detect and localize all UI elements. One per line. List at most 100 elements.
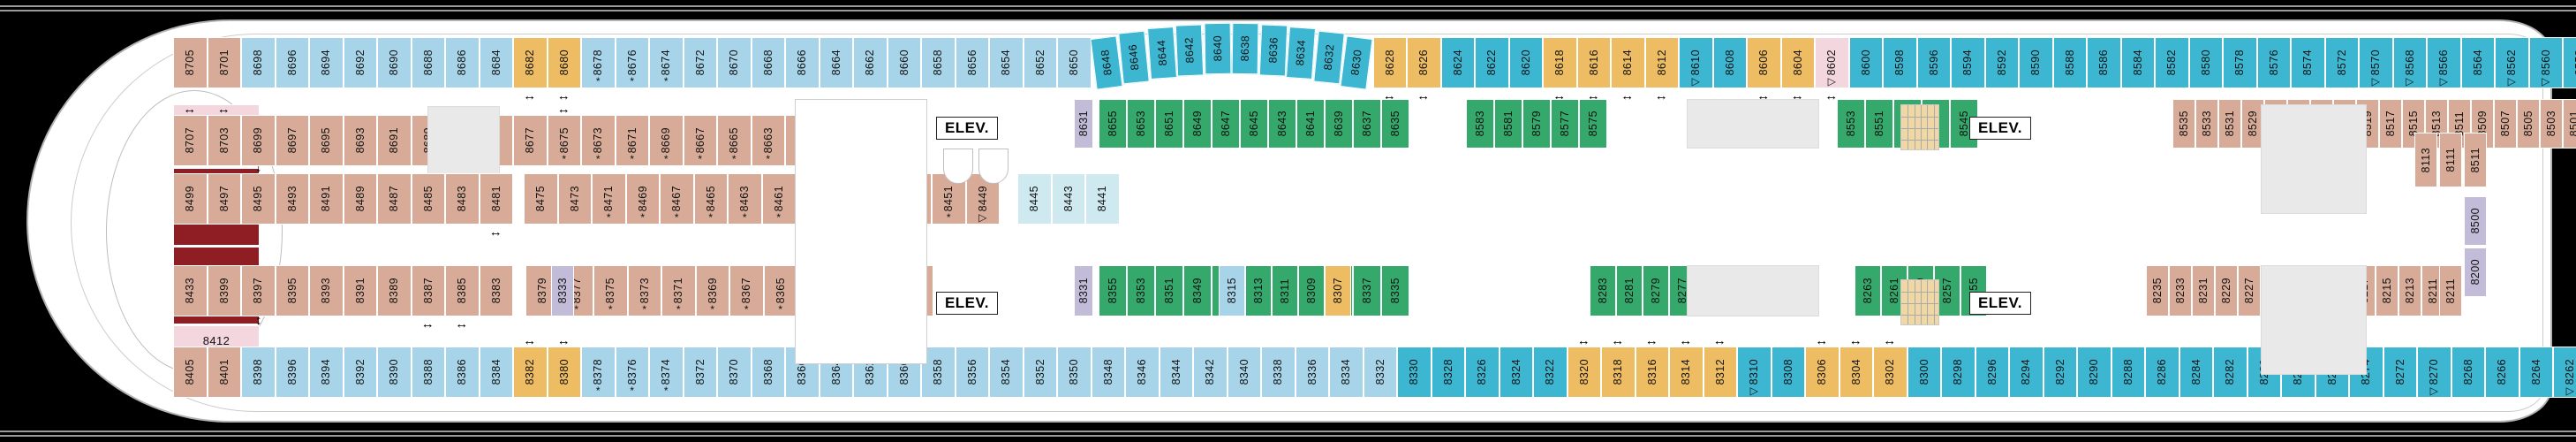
cabin-8579[interactable]: 8579: [1522, 99, 1551, 149]
cabin-8388[interactable]: 8388: [411, 347, 445, 398]
cabin-8328[interactable]: 8328: [1431, 347, 1465, 398]
cabin-8639[interactable]: 8639: [1325, 99, 1353, 149]
cabin-8320[interactable]: 8320: [1567, 347, 1601, 398]
cabin-8315[interactable]: 8315: [1219, 265, 1245, 316]
cabin-8394[interactable]: 8394: [309, 347, 344, 398]
cabin-8113[interactable]: 8113: [2414, 133, 2437, 187]
cabin-8668[interactable]: 8668: [751, 37, 785, 88]
cabin-8582[interactable]: 8582: [2155, 37, 2189, 88]
cabin-8463[interactable]: 8463*: [728, 173, 762, 225]
cabin-8469[interactable]: 8469*: [625, 173, 660, 225]
cabin-8515[interactable]: 8515: [2402, 99, 2425, 149]
cabin-8371[interactable]: 8371*: [661, 265, 696, 316]
cabin-8703[interactable]: 8703: [207, 115, 241, 166]
cabin-8213[interactable]: 8213: [2398, 265, 2421, 316]
cabin-8312[interactable]: 8312: [1703, 347, 1737, 398]
cabin-8485[interactable]: 8485: [411, 173, 445, 225]
cabin-8674[interactable]: 8674*: [649, 37, 684, 88]
cabin-8691[interactable]: 8691: [377, 115, 412, 166]
cabin-8355[interactable]: 8355: [1099, 265, 1127, 316]
cabin-8628[interactable]: 8628: [1372, 37, 1407, 88]
cabin-8638[interactable]: 8638: [1231, 22, 1259, 75]
cabin-8401[interactable]: 8401: [207, 347, 241, 398]
cabin-8398[interactable]: 8398: [241, 347, 276, 398]
cabin-8673[interactable]: 8673*: [581, 115, 616, 166]
cabin-8350[interactable]: 8350: [1057, 347, 1092, 398]
cabin-8316[interactable]: 8316: [1635, 347, 1669, 398]
cabin-8370[interactable]: 8370: [717, 347, 752, 398]
cabin-8284[interactable]: 8284: [2179, 347, 2213, 398]
cabin-8235[interactable]: 8235: [2146, 265, 2169, 316]
cabin-8215[interactable]: 8215: [2376, 265, 2398, 316]
cabin-8596[interactable]: 8596: [1916, 37, 1951, 88]
cabin-8686[interactable]: 8686: [445, 37, 480, 88]
cabin-8531[interactable]: 8531: [2218, 99, 2241, 149]
cabin-8655[interactable]: 8655: [1099, 99, 1127, 149]
cabin-8622[interactable]: 8622: [1475, 37, 1509, 88]
cabin-8645[interactable]: 8645: [1240, 99, 1268, 149]
cabin-8344[interactable]: 8344: [1159, 347, 1193, 398]
cabin-8392[interactable]: 8392: [343, 347, 377, 398]
cabin-8652[interactable]: 8652: [1023, 37, 1057, 88]
cabin-8590[interactable]: 8590: [2019, 37, 2053, 88]
cabin-8378[interactable]: 8378*: [581, 347, 616, 398]
stairwell-4[interactable]: [1900, 279, 1939, 325]
cabin-8647[interactable]: 8647: [1212, 99, 1240, 149]
cabin-8296[interactable]: 8296: [1975, 347, 2009, 398]
cabin-8501[interactable]: 8501: [2563, 99, 2576, 149]
cabin-8663[interactable]: 8663*: [751, 115, 785, 166]
cabin-8465[interactable]: 8465*: [693, 173, 728, 225]
cabin-8397[interactable]: 8397: [241, 265, 276, 316]
cabin-8650[interactable]: 8650: [1057, 37, 1092, 88]
cabin-8676[interactable]: 8676*: [615, 37, 649, 88]
cabin-8383[interactable]: 8383: [479, 265, 513, 316]
cabin-8231[interactable]: 8231: [2192, 265, 2215, 316]
cabin-8368[interactable]: 8368: [751, 347, 785, 398]
cabin-8380[interactable]: 8380: [547, 347, 581, 398]
cabin-8333[interactable]: 8333: [551, 265, 574, 316]
elevator-label-4[interactable]: ELEV.: [1969, 292, 2031, 315]
cabin-8600[interactable]: 8600: [1848, 37, 1883, 88]
cabin-8583[interactable]: 8583: [1466, 99, 1494, 149]
cabin-8568[interactable]: 8568▷: [2392, 37, 2427, 88]
cabin-8588[interactable]: 8588: [2052, 37, 2087, 88]
cabin-8374[interactable]: 8374*: [649, 347, 684, 398]
cabin-8272[interactable]: 8272: [2383, 347, 2417, 398]
cabin-8461[interactable]: 8461*: [761, 173, 796, 225]
cabin-8511[interactable]: 8511: [2464, 133, 2487, 187]
cabin-8326[interactable]: 8326: [1465, 347, 1500, 398]
cabin-8551[interactable]: 8551: [1865, 99, 1893, 149]
cabin-8441[interactable]: 8441: [1085, 173, 1120, 225]
cabin-8385[interactable]: 8385: [445, 265, 480, 316]
cabin-8391[interactable]: 8391: [343, 265, 377, 316]
cabin-8688[interactable]: 8688: [411, 37, 445, 88]
cabin-8356[interactable]: 8356: [955, 347, 989, 398]
cabin-8517[interactable]: 8517: [2379, 99, 2402, 149]
cabin-8334[interactable]: 8334: [1329, 347, 1364, 398]
cabin-8445[interactable]: 8445: [1017, 173, 1052, 225]
cabin-8578[interactable]: 8578: [2223, 37, 2257, 88]
cabin-8348[interactable]: 8348: [1091, 347, 1125, 398]
cabin-8367[interactable]: 8367*: [729, 265, 764, 316]
cabin-8566[interactable]: 8566▷: [2427, 37, 2461, 88]
cabin-8572[interactable]: 8572: [2324, 37, 2359, 88]
cabin-8483[interactable]: 8483: [445, 173, 480, 225]
cabin-8694[interactable]: 8694: [309, 37, 344, 88]
cabin-8337[interactable]: 8337: [1353, 265, 1381, 316]
cabin-8535[interactable]: 8535: [2172, 99, 2195, 149]
cabin-8624[interactable]: 8624: [1440, 37, 1475, 88]
cabin-8310[interactable]: 8310▷: [1737, 347, 1771, 398]
cabin-8335[interactable]: 8335: [1381, 265, 1409, 316]
elevator-label-2[interactable]: ELEV.: [936, 292, 998, 315]
cabin-8529[interactable]: 8529: [2241, 99, 2264, 149]
cabin-8331[interactable]: 8331: [1074, 265, 1093, 316]
cabin-8576[interactable]: 8576: [2256, 37, 2291, 88]
cabin-8389[interactable]: 8389: [377, 265, 412, 316]
cabin-8471[interactable]: 8471*: [592, 173, 626, 225]
cabin-8227[interactable]: 8227: [2238, 265, 2261, 316]
cabin-8586[interactable]: 8586: [2087, 37, 2121, 88]
cabin-8306[interactable]: 8306: [1805, 347, 1839, 398]
cabin-8443[interactable]: 8443: [1051, 173, 1085, 225]
cabin-8500[interactable]: 8500: [2464, 196, 2487, 246]
cabin-8562[interactable]: 8562▷: [2495, 37, 2529, 88]
